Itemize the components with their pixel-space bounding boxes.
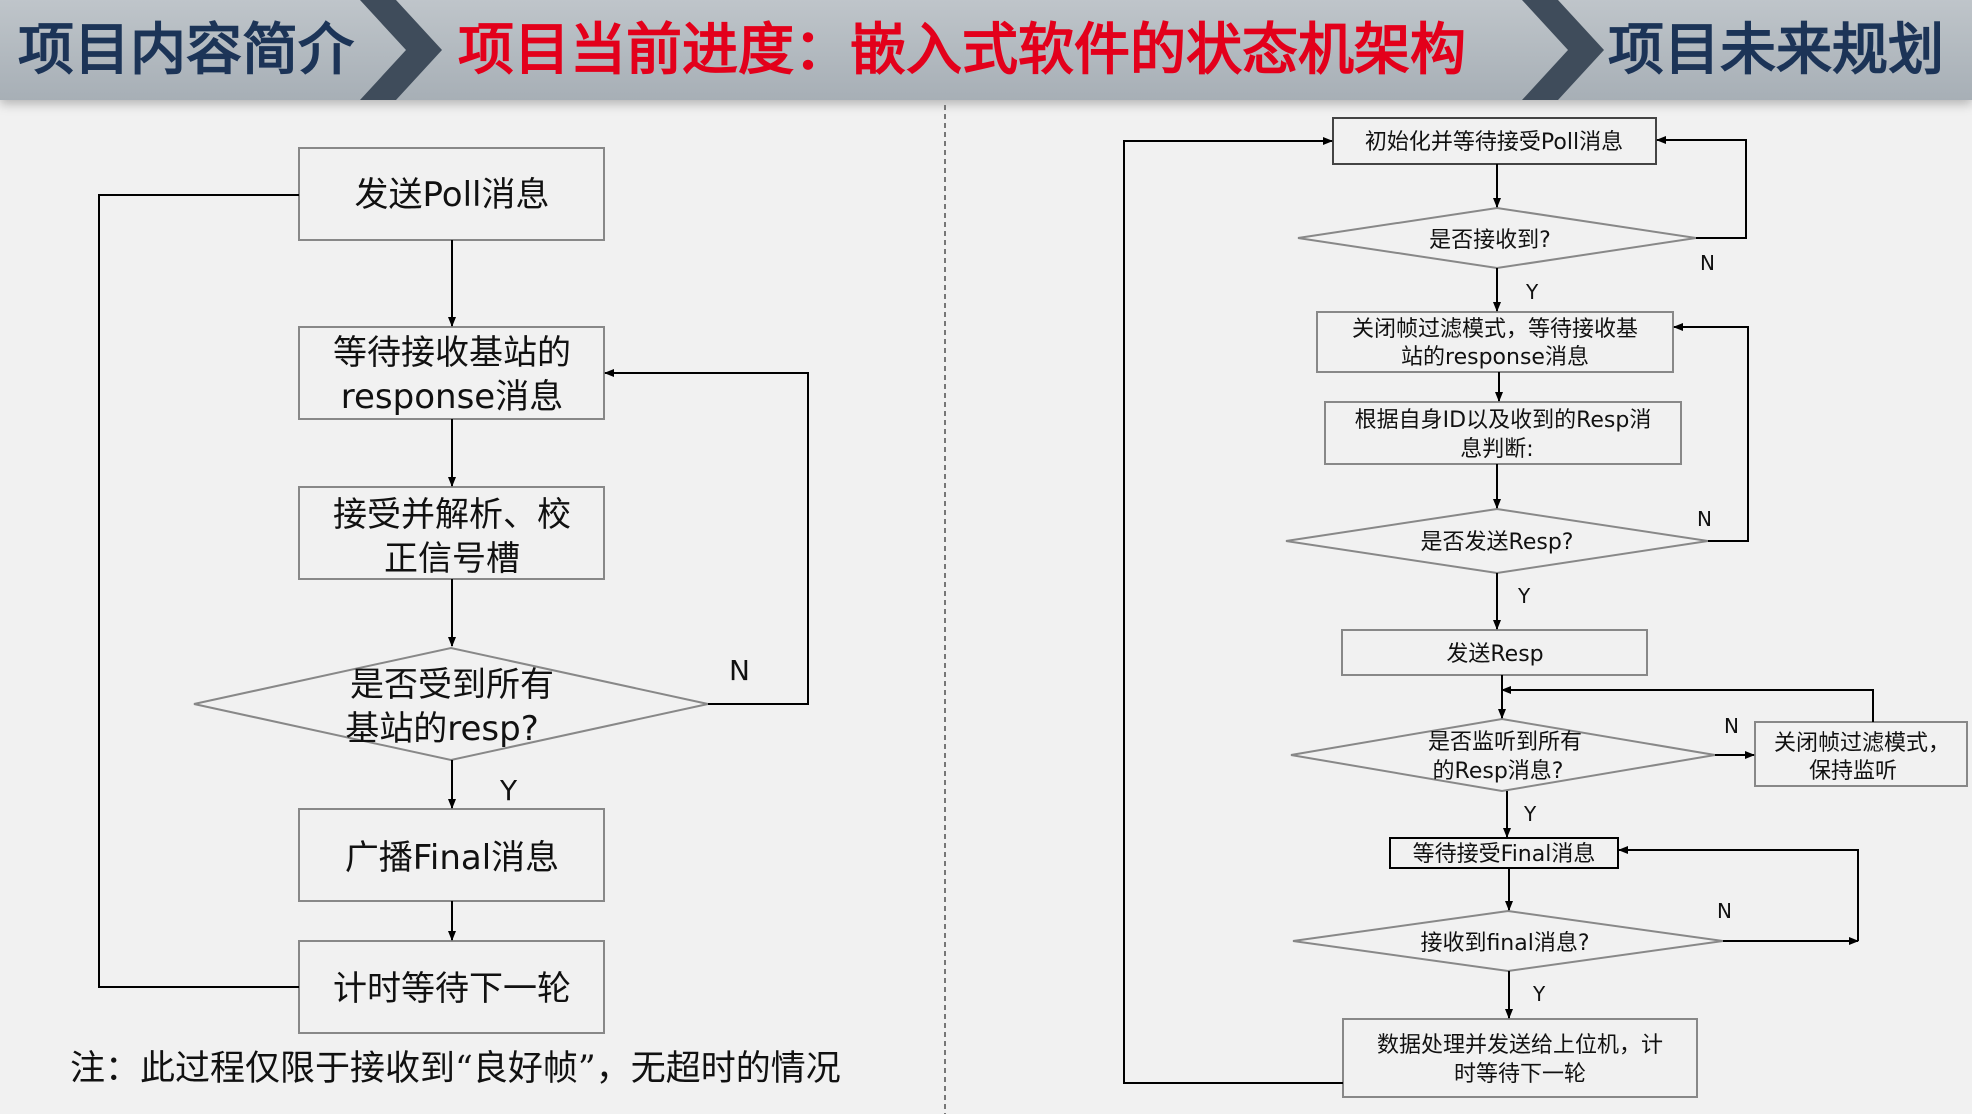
nav-item-current-progress[interactable]: 项目当前进度：嵌入式软件的状态机架构: [458, 17, 1466, 83]
right-decision-send-resp-label: 是否发送Resp?: [1421, 530, 1574, 555]
left-step-parse-signal: [298, 486, 605, 580]
right-step-process-send-label-line2: 时等待下一轮: [1454, 1062, 1586, 1087]
left-step-parse-signal-label-line2: 正信号槽: [384, 539, 520, 579]
right-label-yes-received: Y: [1525, 280, 1539, 304]
right-label-yes-send-resp: Y: [1517, 584, 1531, 608]
right-step-close-filter-listen-label-line2: 保持监听: [1809, 759, 1897, 784]
right-label-no-final: N: [1717, 899, 1732, 923]
right-decision-monitor-label-line1: 是否监听到所有: [1428, 730, 1582, 755]
left-decision-all-resp-label-line1: 是否受到所有: [350, 665, 554, 705]
left-step-wait-response-label-line1: 等待接收基站的: [333, 333, 571, 373]
right-label-no-send-resp: N: [1697, 507, 1712, 531]
right-step-init-wait-poll-label: 初始化并等待接受Poll消息: [1365, 130, 1623, 155]
right-decision-received-label: 是否接收到?: [1429, 228, 1551, 253]
right-decision-monitor-label-line2: 的Resp消息?: [1433, 759, 1564, 784]
right-step-close-filter-wait-label-line1: 关闭帧过滤模式，等待接收基: [1352, 317, 1638, 342]
right-step-process-send-label-line1: 数据处理并发送给上位机，计: [1377, 1033, 1663, 1058]
left-label-yes: Y: [499, 774, 518, 807]
left-decision-all-resp-label-line2: 基站的resp?: [345, 709, 539, 749]
chevron-right-icon: [1522, 0, 1604, 100]
nav-item-project-intro[interactable]: 项目内容简介: [18, 17, 354, 83]
right-step-judge-label-line1: 根据自身ID以及收到的Resp消: [1355, 408, 1652, 433]
right-label-no-monitor: N: [1724, 714, 1739, 738]
chevron-right-icon: [360, 0, 442, 100]
right-step-close-filter-listen: [1754, 721, 1968, 787]
right-step-judge: [1324, 401, 1682, 465]
header-bar: 项目内容简介 项目当前进度：嵌入式软件的状态机架构 项目未来规划: [0, 0, 1972, 100]
nav-item-future-plan[interactable]: 项目未来规划: [1608, 17, 1944, 83]
left-step-parse-signal-label-line1: 接受并解析、校: [333, 495, 571, 535]
right-step-judge-label-line2: 息判断:: [1460, 437, 1533, 462]
right-step-send-resp-label: 发送Resp: [1446, 642, 1543, 667]
left-step-wait-next-round-label: 计时等待下一轮: [333, 969, 571, 1009]
right-step-wait-final: [1389, 837, 1619, 869]
left-step-broadcast-final: [298, 808, 605, 902]
right-label-yes-monitor: Y: [1523, 802, 1537, 826]
left-step-wait-response: [298, 326, 605, 420]
left-step-wait-response-label-line2: response消息: [341, 377, 563, 417]
right-step-close-filter-wait: [1316, 311, 1674, 373]
footnote: 注：此过程仅限于接收到“良好帧”，无超时的情况: [70, 1049, 841, 1089]
right-step-wait-final-label: 等待接受Final消息: [1413, 842, 1596, 867]
right-step-send-resp: [1341, 629, 1648, 676]
left-step-send-poll: [298, 147, 605, 241]
left-label-no: N: [729, 654, 750, 687]
right-decision-final-label: 接收到final消息?: [1420, 931, 1589, 956]
right-step-close-filter-listen-label-line1: 关闭帧过滤模式，: [1774, 731, 1950, 756]
left-step-send-poll-label: 发送Poll消息: [355, 175, 550, 215]
right-label-yes-final: Y: [1532, 982, 1546, 1006]
right-step-process-send: [1342, 1018, 1698, 1098]
right-label-no-received: N: [1700, 251, 1715, 275]
right-step-close-filter-wait-label-line2: 站的response消息: [1401, 345, 1589, 370]
left-step-broadcast-final-label: 广播Final消息: [345, 838, 559, 878]
